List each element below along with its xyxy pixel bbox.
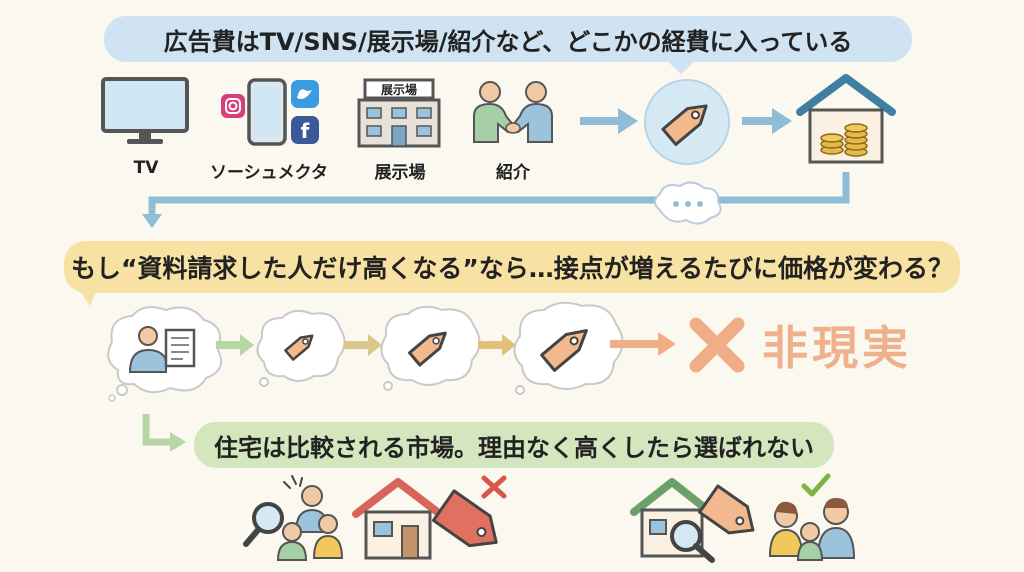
comparing-people-icon bbox=[243, 475, 344, 561]
smartphone-social-icon: f bbox=[221, 78, 319, 146]
channel-label-social: ソーシュメクタ bbox=[210, 163, 328, 183]
connector-line-blue bbox=[142, 172, 850, 228]
showroom-building-icon: 展示場 bbox=[357, 78, 441, 148]
top-banner-text: 広告費はTV/SNS/展示場/紹介など、どこかの経費に入っている bbox=[163, 27, 853, 56]
svg-text:f: f bbox=[301, 119, 310, 143]
house-magnifier-tag-icon bbox=[630, 478, 755, 563]
cross-icon bbox=[689, 317, 745, 373]
middle-banner-tail bbox=[74, 282, 100, 306]
channel-label-referral: 紹介 bbox=[496, 163, 530, 183]
unreal-label: 非現実 bbox=[762, 321, 912, 375]
tv-icon bbox=[101, 77, 189, 144]
top-banner: 広告費はTV/SNS/展示場/紹介など、どこかの経費に入っている bbox=[104, 16, 912, 62]
arrow-orange bbox=[610, 332, 676, 356]
middle-banner-text: もし“資料請求した人だけ高くなる”なら…接点が増えるたびに価格が変わる？ bbox=[70, 254, 954, 283]
channel-label-tv: TV bbox=[133, 158, 159, 178]
thought-cloud-dots bbox=[654, 181, 722, 225]
bottom-banner: 住宅は比較される市場。理由なく高くしたら選ばれない bbox=[194, 422, 834, 468]
arrow-green-1 bbox=[216, 334, 254, 356]
green-elbow-arrow bbox=[142, 414, 186, 452]
house-red-tag-icon bbox=[352, 475, 507, 560]
arrow-to-house bbox=[742, 108, 792, 134]
document-request-cloud bbox=[107, 306, 222, 402]
arrow-khaki-2 bbox=[478, 334, 516, 356]
tag-cloud-medium bbox=[380, 305, 481, 391]
price-tag-icon bbox=[644, 79, 730, 165]
top-banner-tail bbox=[666, 60, 696, 74]
tag-cloud-large bbox=[513, 301, 624, 395]
house-coins-icon bbox=[796, 74, 896, 164]
handshake-icon bbox=[473, 81, 553, 143]
middle-banner: もし“資料請求した人だけ高くなる”なら…接点が増えるたびに価格が変わる？ bbox=[64, 241, 960, 293]
arrow-khaki-1 bbox=[344, 334, 382, 356]
happy-family-icon bbox=[768, 473, 856, 561]
channel-label-showroom: 展示場 bbox=[374, 163, 426, 183]
tag-cloud-small bbox=[256, 309, 346, 387]
bottom-banner-text: 住宅は比較される市場。理由なく高くしたら選ばれない bbox=[214, 433, 814, 462]
arrow-to-tag bbox=[580, 108, 638, 134]
showroom-sign: 展示場 bbox=[381, 82, 417, 97]
